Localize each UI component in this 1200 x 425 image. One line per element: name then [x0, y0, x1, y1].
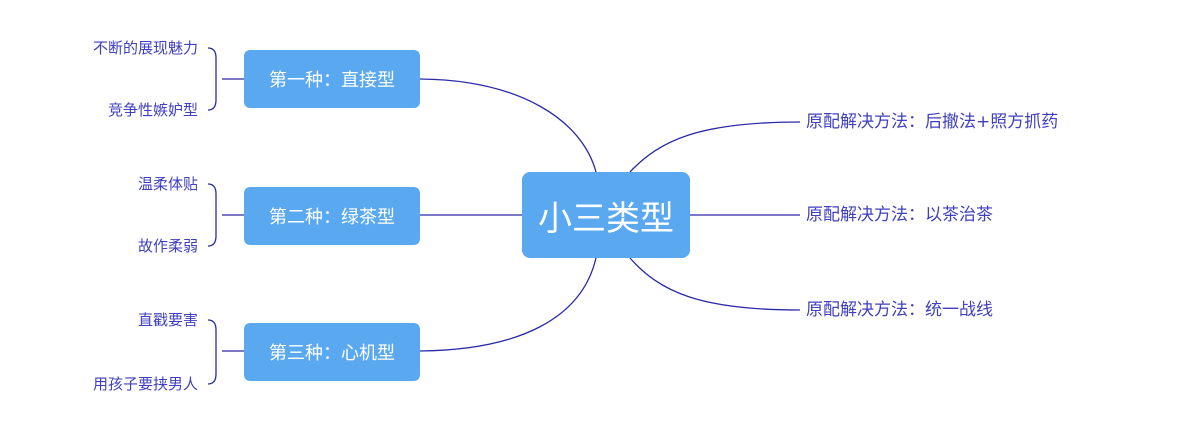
connector-central-solution-3: [629, 257, 801, 311]
leaf-gentle-caring[interactable]: 温柔体贴: [137, 175, 198, 193]
connector-branch-1-bracket: [207, 47, 217, 111]
solution-retreat-method[interactable]: 原配解决方法：后撤法+照方抓药: [806, 112, 1059, 132]
leaf-competitive-jealousy[interactable]: 竞争性嫉妒型: [107, 101, 198, 119]
leaf-feigned-weakness[interactable]: 故作柔弱: [137, 237, 198, 255]
branch-scheming-type[interactable]: 第三种：心机型: [244, 323, 420, 381]
connector-branch-2-bracket: [207, 183, 217, 247]
leaf-use-child-leverage[interactable]: 用孩子要挟男人: [92, 375, 198, 393]
solution-tea-vs-tea[interactable]: 原配解决方法：以茶治茶: [806, 205, 993, 225]
connector-branch-3-bracket: [207, 319, 217, 385]
leaf-hit-weak-spot[interactable]: 直戳要害: [137, 311, 198, 329]
connector-central-branch-3: [419, 257, 597, 352]
solution-united-front[interactable]: 原配解决方法：统一战线: [806, 300, 993, 320]
branch-direct-type[interactable]: 第一种：直接型: [244, 50, 420, 108]
connector-central-solution-1: [629, 121, 801, 173]
connector-central-branch-1: [419, 78, 597, 173]
leaf-show-charm[interactable]: 不断的展现魅力: [92, 39, 198, 57]
central-topic[interactable]: 小三类型: [522, 172, 690, 258]
branch-green-tea-type[interactable]: 第二种：绿茶型: [244, 187, 420, 245]
